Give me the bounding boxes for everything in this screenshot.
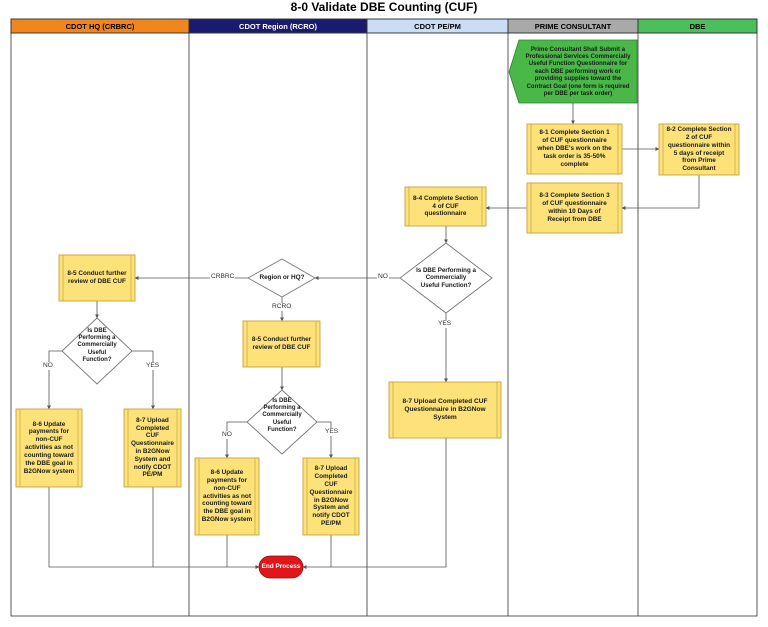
start-shape <box>508 39 638 104</box>
edge-label-no-pepm: NO <box>377 273 389 281</box>
decision-region-or-hq <box>247 258 316 298</box>
step-8-5-rc-text: 8-5 Conduct further review of DBE CUF <box>251 336 312 351</box>
lane-label-prime: PRIME CONSULTANT <box>534 21 612 31</box>
decision-rc-text: Is DBE Performing a Commercially Useful … <box>262 397 302 433</box>
step-8-5-hq-text: 8-5 Conduct further review of DBE CUF <box>67 270 127 285</box>
step-8-7-hq-text: 8-7 Upload Completed CUF Questionnaire i… <box>131 416 174 479</box>
step-8-2-text: 8-2 Complete Section 2 of CUF questionna… <box>666 126 732 173</box>
edge-decision-rc-no <box>225 421 247 459</box>
edge-decision-hq-no <box>47 350 62 410</box>
edge-label-yes-rc: YES <box>324 428 340 436</box>
decision-region-text: Region or HQ? <box>259 274 305 282</box>
edge-label-no-rc: NO <box>221 431 233 439</box>
step-8-3-text: 8-3 Complete Section 3 of CUF questionna… <box>539 192 610 223</box>
edge-8-6-hq-to-end <box>48 487 260 569</box>
swimlanes <box>10 18 758 617</box>
process-8-1 <box>526 123 623 175</box>
end-node-text: End Process <box>261 563 301 571</box>
edge-label-no-hq: NO <box>42 362 54 370</box>
step-8-6-rc-text: 8-6 Update payments for non-CUF activiti… <box>201 469 253 524</box>
step-8-7-pepm-text: 8-7 Upload Completed CUF Questionnaire i… <box>402 397 488 422</box>
lane-label-pepm: CDOT PE/PM <box>414 21 461 31</box>
step-8-4-text: 8-4 Complete Section 4 of CUF questionna… <box>413 194 478 218</box>
lanes-border <box>10 18 758 617</box>
diagram-title: 8-0 Validate DBE Counting (CUF) <box>290 0 478 14</box>
edge-decision-rc-yes <box>317 421 333 459</box>
edge-label-yes-hq: YES <box>145 362 161 370</box>
decision-rc <box>246 389 318 455</box>
end-shape <box>258 555 304 579</box>
process-8-7-hq <box>123 408 182 488</box>
process-8-5-rc <box>242 320 321 368</box>
step-8-7-rc-text: 8-7 Upload Completed CUF Questionnaire i… <box>309 465 353 527</box>
decision-hq <box>61 317 133 385</box>
process-8-4 <box>404 186 487 227</box>
decision-pepm-text: Is DBE Performing a Commercially Useful … <box>416 266 476 289</box>
shapes <box>15 39 740 579</box>
process-8-5-hq <box>58 254 136 302</box>
edge-8-7-pepm-to-end <box>302 438 447 569</box>
step-8-1-text: 8-1 Complete Section 1 of CUF questionna… <box>537 129 612 168</box>
edge-label-crbrc: CRBRC <box>210 273 236 281</box>
step-8-6-hq-text: 8-6 Update payments for non-CUF activiti… <box>23 420 75 475</box>
start-node-text: Prime Consultant Shall Submit a Professi… <box>525 45 631 98</box>
lane-label-hq: CDOT HQ (CRBRC) <box>65 21 135 31</box>
process-8-7-pepm <box>388 381 502 439</box>
edge-label-rcro: RCRO <box>271 303 293 311</box>
edge-label-yes-pepm: YES <box>437 320 453 328</box>
edge-decision-hq-yes <box>132 350 155 410</box>
process-8-2 <box>658 123 740 176</box>
process-8-6-hq <box>15 408 83 488</box>
decision-pepm <box>399 242 493 314</box>
lane-label-dbe: DBE <box>689 21 706 31</box>
lane-label-region: CDOT Region (RCRO) <box>239 21 317 31</box>
edge-8-2-to-8-3 <box>621 175 700 210</box>
process-8-7-rc <box>302 457 360 536</box>
process-8-6-rc <box>194 457 260 536</box>
process-8-3 <box>526 182 623 234</box>
decision-hq-text: Is DBE Performing a Commercially Useful … <box>77 327 117 363</box>
